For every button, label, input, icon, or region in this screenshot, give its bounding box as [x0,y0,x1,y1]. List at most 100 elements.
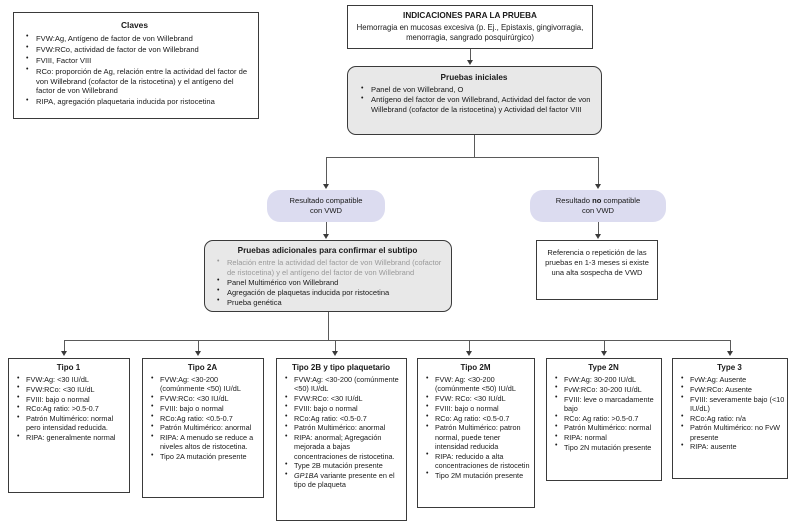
subtype-list: FVW:Ag: <30-200 (comúnmente <50) IU/dL F… [278,375,404,490]
subtype-item: FVIII: bajo o normal [17,394,127,404]
subtype-item: FVIII: leve o marcadamente bajo [555,394,659,414]
result-not-compatible-prefix: Resultado [555,195,593,205]
subtype-item: FVW:Ag: <30 IU/dL [17,374,127,384]
indications-title: INDICACIONES PARA LA PRUEBA [403,11,537,20]
connector-to-tipo3 [730,340,731,352]
result-compatible-line1: Resultado compatible [289,195,363,205]
connector-subtype-bus [64,340,730,341]
subtype-item: RIPA: anormal; Agregación mejorada a baj… [285,433,404,461]
subtype-item: FVW:Ag: <30-200 (comúnmente <50) IU/dL [285,375,404,394]
subtype-item: RCo: Ag ratio: <0.5-0.7 [426,413,532,423]
result-not-compatible-suffix: compatible [601,195,641,205]
subtype-item: FVW: RCo: <30 IU/dL [426,394,532,404]
subtype-item: FVW:RCo: <30 IU/dL [285,394,404,404]
subtype-list: FvW:Ag: 30-200 IU/dL FvW:RCo: 30-200 IU/… [548,374,659,452]
arrow-not-compatible-to-referral [594,234,601,239]
subtype-item: FvW:RCo: 30-200 IU/dL [555,384,659,394]
connector-not-compatible-to-referral [598,222,599,234]
subtype-item: FVIII: severamente bajo (<10 IU/dL) [681,394,785,414]
subtype-item: RCo:Ag ratio: >0.5-0.7 [17,404,127,414]
subtype-item: FVW:Ag: <30-200 (comúnmente <50) IU/dL [151,375,261,394]
result-not-compatible-line2: con VWD [581,206,615,215]
connector-to-no-compatible [598,157,599,185]
subtype-item: RIPA: ausente [681,442,785,452]
subtype-item: Patrón Multimérico: anormal [151,423,261,433]
initial-tests-list: Panel de von Willebrand, O Antígeno del … [352,85,596,114]
subtype-item: Patrón Multimérico: no FvW presente [681,423,785,442]
subtype-list: FVW:Ag: <30-200 (comúnmente <50) IU/dL F… [144,375,261,462]
subtype-item: Patrón Multimérico: anormal [285,423,404,433]
subtype-item: FVW: Ag: <30-200 (comúnmente <50) IU/dL [426,375,532,394]
subtype-box-tipo2m: Tipo 2M FVW: Ag: <30-200 (comúnmente <50… [417,358,535,508]
additional-tests-item: Panel Multimérico von Willebrand [217,277,446,288]
connector-to-tipo2m [469,340,470,352]
subtype-item: RCo:Ag ratio: n/a [681,413,785,423]
subtype-item: Patrón Multimérico: normal [555,423,659,433]
subtype-item: RIPA: normal [555,433,659,443]
connector-to-compatible [326,157,327,185]
subtype-item: RCo:Ag ratio: <0.5-0.7 [151,413,261,423]
additional-tests-item: Relación entre la actividad del factor d… [217,258,446,277]
legend-list: FVW:Ag, Antígeno de factor de von Willeb… [17,33,252,107]
subtype-title: Type 2N [588,363,619,372]
subtype-box-tipo2b: Tipo 2B y tipo plaquetario FVW:Ag: <30-2… [276,358,407,521]
subtype-box-tipo1: Tipo 1 FVW:Ag: <30 IU/dL FVW:RCo: <30 IU… [8,358,130,493]
connector-initial-split [326,157,598,158]
subtype-item: FVW:RCo: <30 IU/dL [17,384,127,394]
arrow-to-tipo2b [331,351,338,356]
connector-to-tipo2n [604,340,605,352]
additional-tests-list: Relación entre la actividad del factor d… [209,258,446,307]
arrow-to-tipo2a [194,351,201,356]
connector-indications-to-initial [470,49,471,61]
referral-text: Referencia o repetición de las pruebas e… [545,248,649,278]
initial-tests-item: Antígeno del factor de von Willebrand, A… [361,95,596,114]
legend-item: FVW:RCo, actividad de factor de von Will… [26,44,252,55]
subtype-item: Type 2B mutación presente [285,461,404,471]
result-compatible-pill: Resultado compatible con VWD [267,190,385,222]
subtype-item: RCo:Ag ratio: <0.5-0.7 [285,413,404,423]
subtype-item: FvW:Ag: Ausente [681,374,785,384]
subtype-item: Tipo 2N mutación presente [555,442,659,452]
arrow-to-no-compatible [594,184,601,189]
subtype-item: FVIII: bajo o normal [285,403,404,413]
subtype-box-tipo2a: Tipo 2A FVW:Ag: <30-200 (comúnmente <50)… [142,358,264,498]
subtype-item: RCo: Ag ratio: >0.5-0.7 [555,413,659,423]
subtype-title: Tipo 1 [56,363,81,372]
subtype-item: RIPA: reducido a alta concentraciones de… [426,451,532,471]
subtype-box-tipo2n: Type 2N FvW:Ag: 30-200 IU/dL FvW:RCo: 30… [546,358,662,481]
initial-tests-box: Pruebas iniciales Panel de von Willebran… [347,66,602,135]
gene-name: GP1BA [294,471,319,481]
arrow-compatible-to-additional [322,234,329,239]
subtype-list: FVW: Ag: <30-200 (comúnmente <50) IU/dL … [419,375,532,480]
subtype-item: Patrón Multimérico: normal pero intensid… [17,414,127,433]
arrow-to-tipo2n [600,351,607,356]
subtype-item: FVIII: bajo o normal [151,403,261,413]
subtype-list: FvW:Ag: Ausente FvW:RCo: Ausente FVIII: … [674,374,785,452]
subtype-item: FvW:Ag: 30-200 IU/dL [555,374,659,384]
connector-to-tipo2b [335,340,336,352]
additional-tests-title: Pruebas adicionales para confirmar el su… [237,246,418,255]
legend-box: Claves FVW:Ag, Antígeno de factor de von… [13,12,259,119]
arrow-indications-to-initial [466,60,473,65]
additional-tests-box: Pruebas adicionales para confirmar el su… [204,240,452,312]
result-not-compatible-emphasis: no [592,195,602,205]
subtype-list: FVW:Ag: <30 IU/dL FVW:RCo: <30 IU/dL FVI… [10,374,127,443]
legend-title: Claves [120,20,148,30]
arrow-to-tipo1 [60,351,67,356]
subtype-item: Patrón Multimérico: patron normal, puede… [426,423,532,451]
subtype-title: Type 3 [717,363,742,372]
subtype-item: Tipo 2A mutación presente [151,452,261,462]
connector-to-tipo2a [198,340,199,352]
subtype-item: RIPA: generalmente normal [17,433,127,443]
subtype-title: Tipo 2B y tipo plaquetario [291,363,391,372]
legend-item: FVIII, Factor VIII [26,55,252,66]
initial-tests-title: Pruebas iniciales [440,73,508,82]
connector-initial-stem [474,135,475,157]
legend-item: RCo: proporción de Ag, relación entre la… [26,66,252,96]
legend-item: RIPA, agregación plaquetaria inducida po… [26,97,252,107]
connector-additional-stem [328,312,329,340]
subtype-title: Tipo 2M [460,363,491,372]
arrow-to-tipo3 [726,351,733,356]
subtype-item: FVW:RCo: <30 IU/dL [151,394,261,404]
